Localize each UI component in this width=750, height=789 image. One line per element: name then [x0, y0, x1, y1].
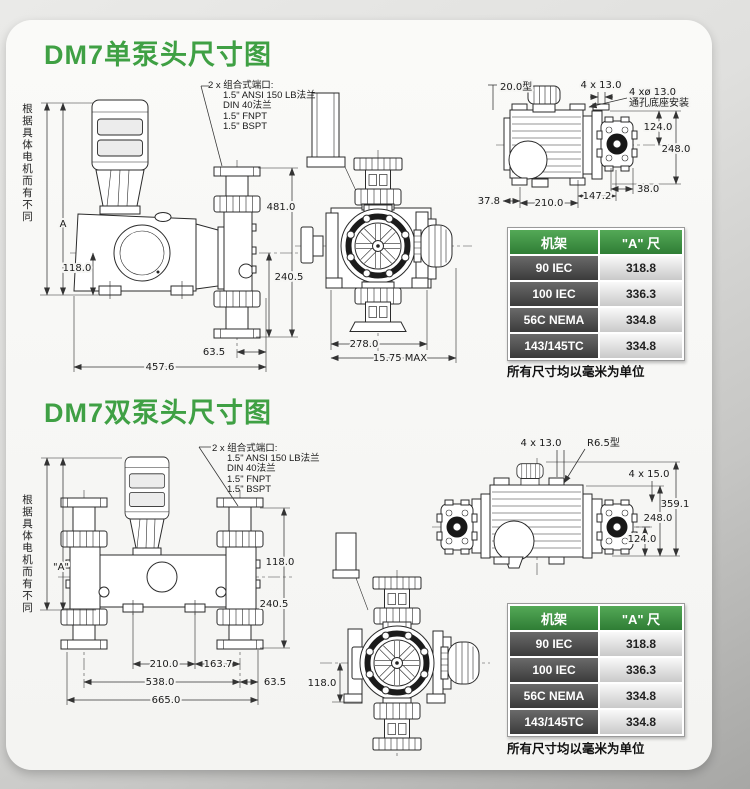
dim-248-double: 248.0 — [644, 513, 673, 524]
port-note-line: 1.5" FNPT — [223, 110, 268, 122]
dim-240-double: 240.5 — [260, 599, 289, 610]
frame-size-table-single: 机架 "A" 尺 90 IEC 318.8 100 IEC 336.3 56C … — [507, 227, 685, 361]
drawing-single-front-view — [295, 92, 472, 352]
dims-double-side: "A" 118.0 240.5 210.0 163.7 538.0 63.5 6… — [40, 457, 296, 708]
dim-a-double: "A" — [53, 562, 69, 573]
dim-a-single: A — [60, 219, 67, 230]
dim-63-double: 63.5 — [264, 677, 286, 688]
motor-height-note-double: 根据具体电机而有不同 — [21, 494, 33, 614]
table-cell-frame: 56C NEMA — [510, 684, 598, 708]
table-cell-frame: 100 IEC — [510, 282, 598, 306]
table-cell-frame: 100 IEC — [510, 658, 598, 682]
dim-665: 665.0 — [152, 695, 181, 706]
dim-20-knob: 20.0型 — [500, 80, 532, 93]
port-note-line: 1.5" FNPT — [227, 473, 272, 485]
dim-210-single: 210.0 — [535, 198, 564, 209]
motor-height-note-single: 根据具体电机而有不同 — [21, 103, 33, 223]
table-header-a-dim: "A" 尺 — [600, 230, 682, 254]
port-note-line: 1.5" ANSI 150 LB法兰 — [227, 453, 320, 465]
dims-single-front: 278.0 15.75 MAX — [330, 268, 457, 366]
dim-r65: R6.5型 — [587, 436, 620, 449]
drawing-double-front-view — [320, 532, 490, 757]
dims-double-front: 118.0 — [306, 662, 362, 703]
dim-mount-note: 通孔底座安装 — [629, 96, 689, 109]
table-cell-value: 336.3 — [600, 658, 682, 682]
dims-double-top: 4 x 13.0 R6.5型 4 x 15.0 359.1 248.0 124.… — [519, 434, 691, 557]
units-footnote-single: 所有尺寸均以毫米为单位 — [507, 365, 645, 379]
dim-248-single: 248.0 — [662, 144, 691, 155]
drawing-double-side-view — [58, 446, 292, 688]
table-cell-value: 334.8 — [600, 684, 682, 708]
table-cell-frame: 56C NEMA — [510, 308, 598, 332]
dim-4x13-double: 4 x 13.0 — [521, 438, 562, 449]
table-cell-frame: 90 IEC — [510, 256, 598, 280]
units-footnote-double: 所有尺寸均以毫米为单位 — [507, 742, 645, 756]
dim-481: 481.0 — [267, 202, 296, 213]
frame-size-table-double: 机架 "A" 尺 90 IEC 318.8 100 IEC 336.3 56C … — [507, 603, 685, 737]
dim-4x13-single: 4 x 13.0 — [581, 80, 622, 91]
dim-38: 38.0 — [637, 184, 659, 195]
table-cell-value: 336.3 — [600, 282, 682, 306]
table-cell-frame: 143/145TC — [510, 334, 598, 358]
dim-457: 457.6 — [146, 362, 175, 373]
section-title-double: DM7双泵头尺寸图 — [44, 398, 273, 428]
drawing-single-top-view — [496, 85, 662, 188]
drawing-single-side-view — [70, 85, 298, 358]
dim-4x15: 4 x 15.0 — [629, 469, 670, 480]
dim-278: 278.0 — [350, 339, 379, 350]
dim-378: 37.8 — [478, 196, 500, 207]
port-options-note-single: 2 x 组合式端口: 1.5" ANSI 150 LB法兰 DIN 40法兰 1… — [208, 80, 316, 132]
dims-single-top: 20.0型 4 x 13.0 4 xø 13.0 通孔底座安装 124.0 24… — [476, 78, 693, 211]
table-cell-value: 334.8 — [600, 334, 682, 358]
table-cell-value: 334.8 — [600, 308, 682, 332]
dim-538: 538.0 — [146, 677, 175, 688]
port-note-line: 1.5" ANSI 150 LB法兰 — [223, 90, 316, 102]
dim-63-single: 63.5 — [203, 347, 225, 358]
port-note-line: 1.5" BSPT — [227, 483, 272, 495]
table-header-frame: 机架 — [510, 230, 598, 254]
section-title-single: DM7单泵头尺寸图 — [44, 40, 273, 70]
table-header-frame: 机架 — [510, 606, 598, 630]
dims-single-side: A 118.0 481.0 240.5 63.5 457.6 — [40, 102, 305, 375]
dim-240-single: 240.5 — [275, 272, 304, 283]
port-options-note-double: 2 x 组合式端口: 1.5" ANSI 150 LB法兰 DIN 40法兰 1… — [212, 443, 320, 495]
dim-210-double: 210.0 — [150, 659, 179, 670]
table-cell-value: 334.8 — [600, 710, 682, 734]
dim-147: 147.2 — [583, 191, 612, 202]
dim-124-single: 124.0 — [644, 122, 673, 133]
table-cell-value: 318.8 — [600, 632, 682, 656]
port-note-line: 2 x 组合式端口: — [212, 443, 278, 454]
table-cell-frame: 90 IEC — [510, 632, 598, 656]
table-header-a-dim: "A" 尺 — [600, 606, 682, 630]
port-note-line: DIN 40法兰 — [223, 100, 272, 112]
dim-163: 163.7 — [204, 659, 233, 670]
drawing-double-top-view — [432, 458, 652, 578]
dim-118-double: 118.0 — [266, 557, 295, 568]
dim-118-front: 118.0 — [308, 678, 337, 689]
dim-118-single: 118.0 — [63, 263, 92, 274]
dim-1575: 15.75 MAX — [373, 353, 427, 364]
dim-124-double: 124.0 — [628, 534, 657, 545]
port-note-line: DIN 40法兰 — [227, 463, 276, 475]
port-note-line: 1.5" BSPT — [223, 120, 268, 132]
dim-359: 359.1 — [661, 499, 690, 510]
dim-4xd13: 4 xø 13.0 — [629, 87, 676, 98]
table-cell-value: 318.8 — [600, 256, 682, 280]
port-note-line: 2 x 组合式端口: — [208, 80, 274, 91]
table-cell-frame: 143/145TC — [510, 710, 598, 734]
